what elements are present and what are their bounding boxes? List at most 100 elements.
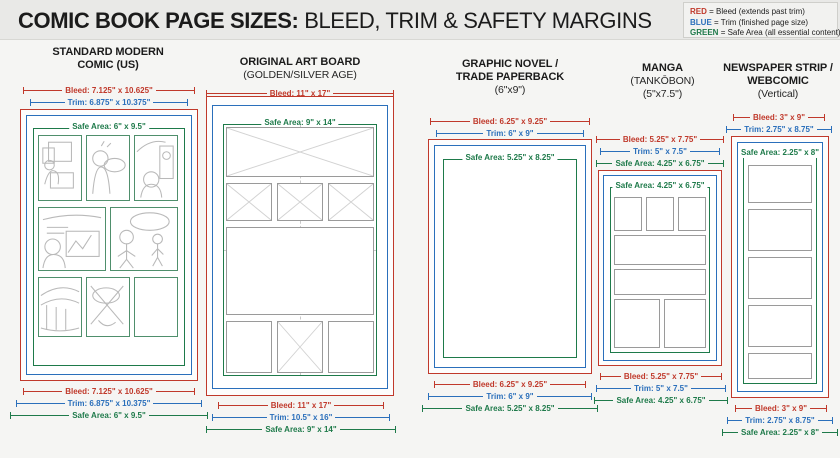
column-title-line1: GRAPHIC NOVEL / <box>461 58 559 70</box>
panel-placeholder-icon <box>226 183 272 221</box>
column-standard-modern-comic: STANDARD MODERN COMIC (US) <box>8 46 208 72</box>
dim-bottom-bleed-standard: Bleed: 7.125" x 10.625" <box>23 386 196 397</box>
dim-top-bleed-artboard: Bleed: 11" x 17" <box>206 88 395 99</box>
dim-bottom-trim-newspaper: Trim: 2.75" x 8.75" <box>727 415 833 426</box>
safe-box-manga: Safe Area: 4.25" x 6.75" <box>610 181 710 353</box>
color-legend: RED = Bleed (extends past trim) BLUE = T… <box>683 2 840 39</box>
manga-panel <box>614 299 660 348</box>
page-title-light: BLEED, TRIM & SAFETY MARGINS <box>298 8 652 33</box>
panel-sketch-icon <box>40 287 80 332</box>
dim-bottom-bleed-newspaper: Bleed: 3" x 9" <box>735 403 827 414</box>
page-title-bold: COMIC BOOK PAGE SIZES: <box>18 8 299 33</box>
dim-top-trim-standard-label: Trim: 6.875" x 10.375" <box>67 98 151 107</box>
dim-bottom-bleed-standard-label: Bleed: 7.125" x 10.625" <box>65 387 153 396</box>
artboard-panel <box>328 183 374 221</box>
dim-bottom-bleed-manga-label: Bleed: 5.25" x 7.75" <box>623 372 699 381</box>
bleed-box-graphicnovel: Safe Area: 5.25" x 8.25" <box>428 139 592 374</box>
dim-bottom-bleed-graphicnovel: Bleed: 6.25" x 9.25" <box>434 379 587 390</box>
column-title-graphicnovel: GRAPHIC NOVEL / TRADE PAPERBACK (6"x9") <box>425 58 595 97</box>
column-newspaper-strip: NEWSPAPER STRIP / WEBCOMIC (Vertical) <box>718 62 838 101</box>
safe-box-graphicnovel: Safe Area: 5.25" x 8.25" <box>443 153 577 358</box>
comic-panel <box>134 277 178 337</box>
legend-text-red: = Bleed (extends past trim) <box>709 7 805 16</box>
dim-top-bleed-manga: Bleed: 5.25" x 7.75" <box>596 134 725 145</box>
column-title-line1: MANGA <box>641 62 684 74</box>
dim-bottom-bleed-artboard-label: Bleed: 11" x 17" <box>270 401 332 410</box>
strip-panel <box>748 305 812 347</box>
artboard-panel <box>277 183 323 221</box>
column-title-line2: COMIC (US) <box>77 59 139 71</box>
bleed-box-newspaper: Safe Area: 2.25" x 8" <box>731 136 829 398</box>
bleed-box-standard: Safe Area: 6" x 9.5" <box>20 109 198 381</box>
dim-bottom-trim-newspaper-label: Trim: 2.75" x 8.75" <box>745 416 815 425</box>
dim-bottom-trim-standard-label: Trim: 6.875" x 10.375" <box>67 399 151 408</box>
dim-bottom-trim-standard: Trim: 6.875" x 10.375" <box>16 398 202 409</box>
dim-bottom-safe-artboard: Safe Area: 9" x 14" <box>206 424 397 435</box>
strip-panel <box>748 257 812 299</box>
comic-panel <box>38 277 82 337</box>
header-bar: COMIC BOOK PAGE SIZES: BLEED, TRIM & SAF… <box>0 0 840 40</box>
dim-top-safe-manga-label: Safe Area: 4.25" x 6.75" <box>615 159 705 168</box>
comic-panel <box>38 207 106 271</box>
dim-bottom-trim-manga-label: Trim: 5" x 7.5" <box>634 384 688 393</box>
dim-bottom-trim-graphicnovel: Trim: 6" x 9" <box>428 391 593 402</box>
strip-panel-layout <box>744 155 816 383</box>
panel-sketch-icon <box>90 285 124 327</box>
comic-panel <box>110 207 178 271</box>
column-title-line1: STANDARD MODERN <box>52 46 164 58</box>
manga-panel <box>614 235 706 265</box>
legend-key-blue: BLUE <box>690 17 712 27</box>
comic-panel <box>86 135 130 201</box>
dim-top-bleed-manga-label: Bleed: 5.25" x 7.75" <box>622 135 698 144</box>
dim-bottom-safe-standard: Safe Area: 6" x 9.5" <box>10 410 208 421</box>
safe-area-label-graphicnovel: Safe Area: 5.25" x 8.25" <box>462 153 558 163</box>
strip-panel <box>748 165 812 203</box>
safe-area-label-manga: Safe Area: 4.25" x 6.75" <box>612 181 708 191</box>
legend-text-blue: = Trim (finished page size) <box>714 17 809 27</box>
column-title-line3: (5"x7.5") <box>642 88 683 100</box>
dim-bottom-bleed-manga: Bleed: 5.25" x 7.75" <box>600 371 723 382</box>
artboard-panel <box>226 227 374 315</box>
dim-top-trim-newspaper-label: Trim: 2.75" x 8.75" <box>744 125 814 134</box>
dim-bottom-safe-manga: Safe Area: 4.25" x 6.75" <box>594 395 728 406</box>
column-title-line2: (GOLDEN/SILVER AGE) <box>243 69 357 81</box>
manga-panel <box>646 197 674 231</box>
column-original-art-board: ORIGINAL ART BOARD (GOLDEN/SILVER AGE) <box>205 56 395 82</box>
safe-area-label-standard: Safe Area: 6" x 9.5" <box>69 122 149 132</box>
safe-box-newspaper: Safe Area: 2.25" x 8" <box>738 148 822 384</box>
safe-area-label-newspaper: Safe Area: 2.25" x 8" <box>738 148 822 158</box>
legend-row-blue: BLUE = Trim (finished page size) <box>690 18 832 29</box>
dim-top-safe-manga: Safe Area: 4.25" x 6.75" <box>596 158 724 169</box>
panel-sketch-icon <box>42 141 74 189</box>
dim-top-trim-newspaper: Trim: 2.75" x 8.75" <box>726 124 832 135</box>
column-manga: MANGA (TANKŌBON) (5"x7.5") <box>600 62 725 101</box>
artboard-panel <box>277 321 323 373</box>
dim-top-trim-manga-label: Trim: 5" x 7.5" <box>633 147 687 156</box>
panel-placeholder-icon <box>328 183 374 221</box>
dim-bottom-safe-standard-label: Safe Area: 6" x 9.5" <box>72 411 146 420</box>
dim-top-bleed-artboard-label: Bleed: 11" x 17" <box>269 89 331 98</box>
dim-bottom-bleed-newspaper-label: Bleed: 3" x 9" <box>754 404 808 413</box>
page-title: COMIC BOOK PAGE SIZES: BLEED, TRIM & SAF… <box>18 8 652 34</box>
column-graphic-novel: GRAPHIC NOVEL / TRADE PAPERBACK (6"x9") <box>425 58 595 97</box>
trim-box-graphicnovel: Safe Area: 5.25" x 8.25" <box>434 145 586 368</box>
dim-bottom-safe-graphicnovel-label: Safe Area: 5.25" x 8.25" <box>465 404 555 413</box>
legend-key-green: GREEN <box>690 28 719 37</box>
trim-box-standard: Safe Area: 6" x 9.5" <box>26 115 192 375</box>
bleed-box-artboard: Safe Area: 9" x 14" <box>206 96 394 396</box>
dim-top-bleed-newspaper-label: Bleed: 3" x 9" <box>752 113 806 122</box>
bleed-box-manga: Safe Area: 4.25" x 6.75" <box>598 170 722 366</box>
comic-panel <box>86 277 130 337</box>
column-title-line1: NEWSPAPER STRIP / <box>723 62 833 74</box>
safe-box-artboard: Safe Area: 9" x 14" <box>223 118 377 376</box>
dim-bottom-trim-manga: Trim: 5" x 7.5" <box>596 383 726 394</box>
dim-bottom-bleed-artboard: Bleed: 11" x 17" <box>218 400 385 411</box>
manga-panel <box>678 197 706 231</box>
manga-panel <box>614 269 706 295</box>
dim-bottom-bleed-graphicnovel-label: Bleed: 6.25" x 9.25" <box>472 380 548 389</box>
dim-bottom-safe-newspaper: Safe Area: 2.25" x 8" <box>722 427 838 438</box>
dim-top-trim-manga: Trim: 5" x 7.5" <box>600 146 720 157</box>
dim-bottom-trim-artboard: Trim: 10.5" x 16" <box>212 412 391 423</box>
manga-panel-layout <box>611 188 709 352</box>
legend-row-green: GREEN = Safe Area (all essential content… <box>690 28 840 39</box>
